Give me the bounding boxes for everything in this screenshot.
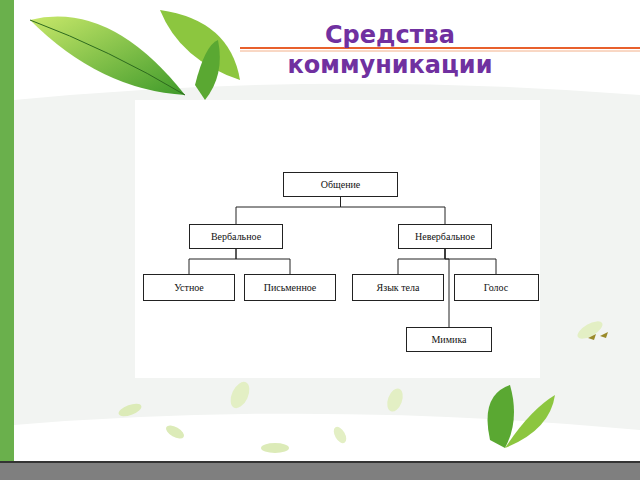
bottom-bar [0, 462, 640, 480]
box-label: Невербальное [411, 231, 479, 242]
petal [117, 401, 143, 419]
tree-connector [445, 249, 496, 274]
seed [588, 332, 608, 340]
tree-connector [189, 249, 236, 274]
petal [331, 425, 349, 446]
tree-connector [236, 197, 341, 224]
tree-connector [341, 197, 446, 224]
slide-title: Средства коммуникации [240, 20, 540, 80]
box-label: Вербальное [207, 231, 265, 242]
leaf [30, 17, 185, 95]
category-box: Вербальное [189, 224, 283, 249]
leaf [505, 395, 555, 448]
category-box: Голос [454, 274, 539, 301]
left-bar [0, 0, 14, 462]
box-label: Голос [480, 282, 512, 293]
petal [261, 443, 289, 453]
petal [164, 423, 186, 442]
category-box: Невербальное [398, 224, 492, 249]
box-label: Общение [317, 179, 365, 190]
swoosh [14, 84, 640, 430]
category-box: Письменное [244, 274, 336, 301]
box-label: Мимика [427, 334, 470, 345]
leaf [488, 385, 515, 448]
category-box: Устное [143, 274, 235, 301]
tree-connector [398, 249, 445, 274]
leaf-vein [30, 20, 185, 95]
petal [384, 386, 405, 413]
petal [227, 379, 253, 411]
leaf [195, 40, 220, 100]
box-label: Письменное [260, 282, 321, 293]
leaves [30, 10, 608, 453]
category-box: Мимика [406, 327, 492, 352]
tree-connector [445, 249, 449, 327]
category-box: Язык тела [352, 274, 444, 301]
category-box: Общение [283, 172, 398, 197]
tree-connector [236, 249, 290, 274]
box-label: Устное [170, 282, 208, 293]
diagram-panel [135, 100, 540, 378]
box-label: Язык тела [373, 282, 424, 293]
bottom-rule [0, 461, 640, 463]
